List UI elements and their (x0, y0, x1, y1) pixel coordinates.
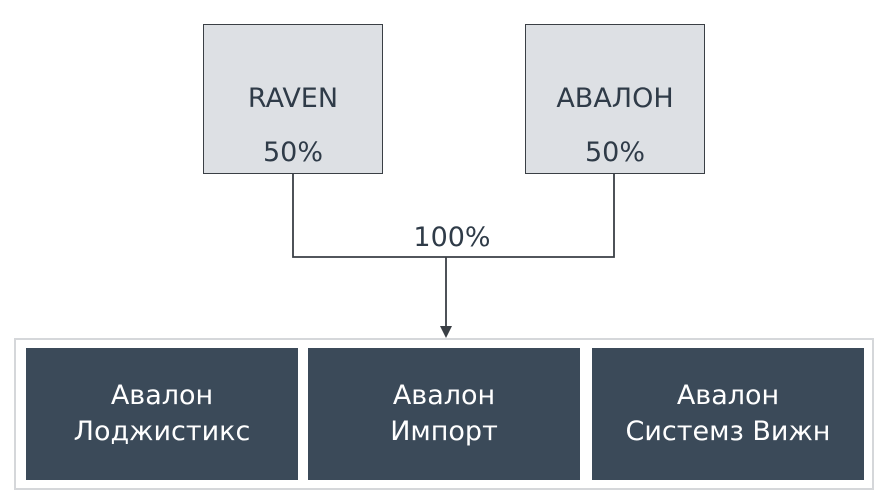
arrow-head-icon (440, 326, 452, 338)
company-box-systems-vision: Авалон Системз Вижн (592, 348, 864, 480)
merge-line (292, 174, 615, 258)
company-name-line-2: Системз Вижн (625, 416, 831, 447)
company-name-line-2: Импорт (390, 416, 498, 447)
companies-group-frame (14, 338, 874, 490)
owner-share: 50% (584, 137, 645, 168)
owner-box-avalon: АВАЛОН 50% (525, 24, 705, 174)
company-name-line-1: Авалон (110, 380, 214, 411)
total-share-label: 100% (372, 222, 532, 254)
owner-share: 50% (262, 137, 323, 168)
company-box-logistics: Авалон Лоджистикс (26, 348, 298, 480)
owner-name: RAVEN (247, 83, 339, 114)
company-name-line-2: Лоджистикс (73, 416, 251, 447)
company-name-line-1: Авалон (676, 380, 780, 411)
company-name-line-1: Авалон (392, 380, 496, 411)
company-box-import: Авалон Импорт (308, 348, 580, 480)
owner-name: АВАЛОН (556, 83, 674, 114)
owner-box-raven: RAVEN 50% (203, 24, 383, 174)
